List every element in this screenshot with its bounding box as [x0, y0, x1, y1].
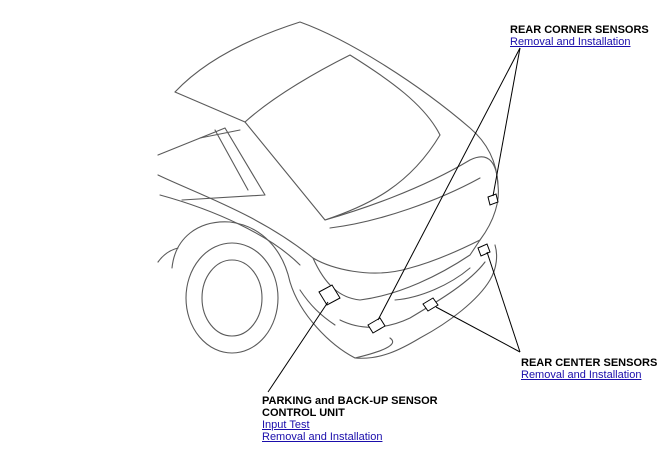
rear-center-removal-link[interactable]: Removal and Installation — [521, 369, 642, 381]
car-body-outline — [157, 21, 499, 359]
rear-corner-removal-link[interactable]: Removal and Installation — [510, 36, 631, 48]
control-unit-callout: PARKING and BACK-UP SENSOR CONTROL UNIT … — [262, 395, 438, 443]
control-unit-title-line2: CONTROL UNIT — [262, 407, 345, 419]
control-unit-title-line1: PARKING and BACK-UP SENSOR — [262, 395, 438, 407]
rear-center-sensors-title: REAR CENTER SENSORS — [521, 357, 658, 369]
rear-corner-sensors-callout: REAR CORNER SENSORS Removal and Installa… — [510, 24, 649, 48]
rear-corner-sensors-title: REAR CORNER SENSORS — [510, 24, 649, 36]
control-unit-removal-link[interactable]: Removal and Installation — [262, 431, 383, 443]
control-unit-input-test-link[interactable]: Input Test — [262, 419, 310, 431]
rear-center-sensor-left — [422, 297, 439, 312]
rear-center-sensors-callout: REAR CENTER SENSORS Removal and Installa… — [521, 357, 657, 381]
control-unit-box — [318, 284, 341, 306]
rear-corner-sensor-left — [367, 317, 386, 334]
leader-lines — [267, 47, 521, 393]
